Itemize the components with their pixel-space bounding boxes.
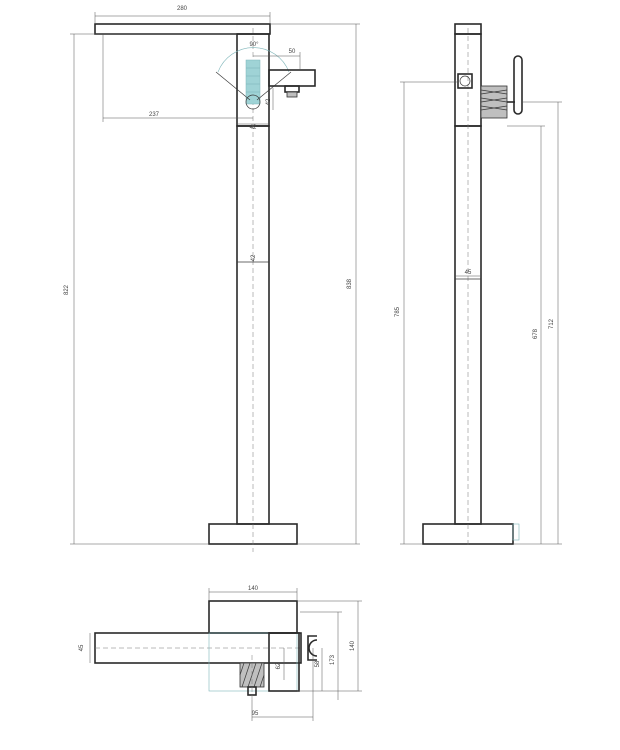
front-swivel-pivot (245, 94, 261, 110)
plan-dim-depth-140: 140 (350, 640, 356, 651)
front-dim-head-height: 42 (266, 98, 272, 105)
front-dim-body-width-top: 42 (250, 125, 257, 131)
plan-hose-clip (307, 635, 317, 661)
side-pivot-circle (459, 75, 471, 87)
front-swivel-arc (217, 47, 290, 73)
front-outlet-arm (268, 69, 316, 87)
plan-view: 140 45 140 173 58 62 95 (79, 586, 362, 721)
front-swivel-line-left (215, 71, 251, 101)
side-view: 45 785 678 712 (395, 23, 562, 548)
side-pivot-block (457, 73, 473, 89)
side-dim-height-right: 712 (549, 318, 555, 329)
plan-base-outline (208, 632, 298, 692)
plan-dim-depth-58: 58 (315, 660, 321, 667)
front-dim-body-width-mid: 42 (251, 254, 257, 261)
front-view: 280 237 90° 50 42 42 42 822 838 (64, 6, 360, 552)
front-handle-hatch (246, 67, 260, 93)
plan-dim-body-depth: 45 (79, 644, 85, 651)
front-dim-height-right: 838 (347, 278, 353, 289)
plan-dim-depth-173: 173 (330, 654, 336, 665)
front-outlet-nozzle (284, 85, 300, 93)
front-outlet-knurl (286, 91, 298, 98)
side-dim-height-left: 785 (395, 306, 401, 317)
side-lever-plate (513, 55, 523, 115)
plan-base-top (208, 600, 298, 634)
side-dim-body-width: 45 (465, 270, 472, 276)
side-dim-height-handle: 678 (533, 328, 539, 339)
front-spout-bar (94, 23, 271, 35)
side-base-marker (512, 523, 520, 541)
plan-spout (94, 632, 302, 664)
front-dim-spout-length: 280 (177, 6, 188, 12)
plan-dim-handle-offset: 62 (276, 662, 282, 669)
plan-dim-base-width: 140 (248, 586, 259, 592)
front-dim-outlet-offset: 50 (289, 49, 296, 55)
front-dim-swivel-angle: 90° (249, 42, 259, 48)
front-dim-spout-reach: 237 (149, 112, 160, 118)
plan-body-block (268, 632, 300, 692)
side-knurl-pattern (480, 89, 508, 111)
plan-hose-hook (308, 639, 318, 657)
plan-dim-handle-x: 95 (252, 711, 259, 717)
front-dim-total-height: 822 (64, 284, 70, 295)
front-handle-shaded (245, 59, 261, 105)
